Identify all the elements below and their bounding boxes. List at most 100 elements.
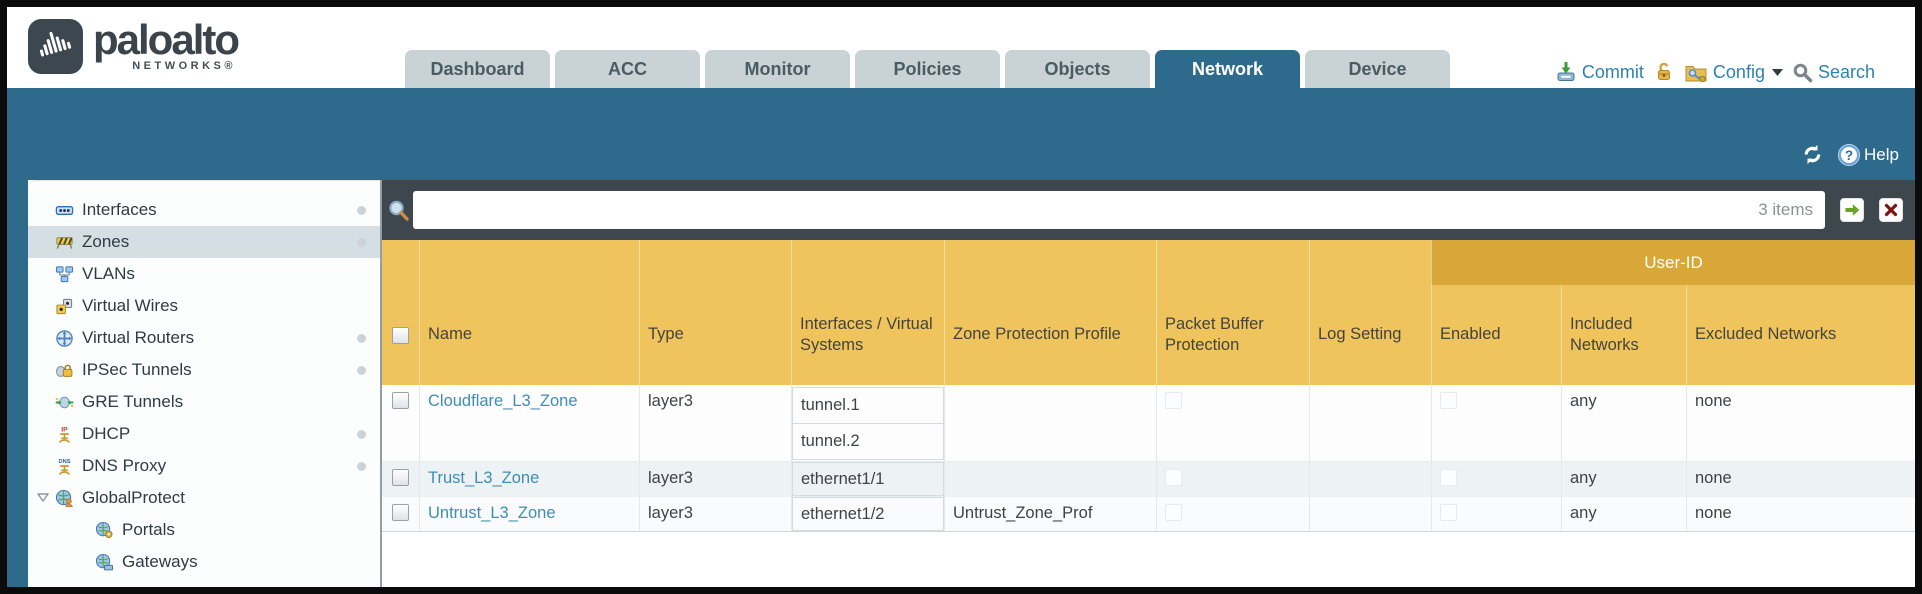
row-checkbox[interactable] [392, 504, 409, 521]
tab-acc[interactable]: ACC [555, 50, 700, 88]
tab-dashboard[interactable]: Dashboard [405, 50, 550, 88]
main-area: Interfaces Zones VLANs [7, 180, 1915, 587]
portals-icon [95, 521, 113, 538]
packet-buffer-protection [1156, 497, 1309, 531]
commit-icon [1557, 62, 1575, 81]
column-header-zone-protection-profile[interactable]: Zone Protection Profile [944, 240, 1156, 385]
column-header-included-networks[interactable]: Included Networks [1561, 240, 1686, 385]
table-row[interactable]: Trust_L3_Zone layer3 ethernet1/1 any non… [382, 461, 1915, 496]
sidebar-item-interfaces[interactable]: Interfaces [28, 194, 380, 226]
sidebar-item-vlans[interactable]: VLANs [28, 258, 380, 290]
sidebar-item-portals[interactable]: Portals [28, 514, 380, 546]
help-button[interactable]: ? Help [1837, 143, 1899, 167]
sidebar-item-gateways[interactable]: Gateways [28, 546, 380, 578]
status-dot [357, 366, 366, 375]
column-header-enabled[interactable]: Enabled [1431, 240, 1561, 385]
log-setting [1309, 385, 1431, 461]
green-arrow-icon [1845, 204, 1860, 216]
log-setting [1309, 497, 1431, 531]
enabled-checkbox[interactable] [1440, 504, 1457, 521]
config-icon [1685, 66, 1707, 83]
config-menu[interactable]: Config [1684, 61, 1783, 83]
sidebar-item-zones[interactable]: Zones [28, 226, 380, 258]
select-all-cell [382, 240, 419, 385]
zone-type: layer3 [639, 462, 791, 496]
sidebar-label: Virtual Routers [82, 328, 195, 347]
sidebar-item-virtual-routers[interactable]: Virtual Routers [28, 322, 380, 354]
sidebar-label: IPSec Tunnels [82, 360, 192, 379]
main-nav-tabs: Dashboard ACC Monitor Policies Objects N… [405, 50, 1450, 88]
svg-text:IP: IP [61, 426, 68, 433]
packet-buffer-checkbox[interactable] [1165, 469, 1182, 486]
enabled-checkbox[interactable] [1440, 469, 1457, 486]
row-checkbox[interactable] [392, 469, 409, 486]
table-row[interactable]: Cloudflare_L3_Zone layer3 tunnel.1 tunne… [382, 385, 1915, 461]
column-header-excluded-networks[interactable]: Excluded Networks [1686, 240, 1915, 385]
logo-text: paloalto NETWORKS® [93, 16, 240, 73]
apply-filter-button[interactable] [1840, 198, 1864, 222]
virtual-routers-icon [56, 329, 73, 347]
panos-web-ui: paloalto NETWORKS® Dashboard ACC Monitor… [7, 7, 1915, 587]
zone-interfaces: tunnel.1 tunnel.2 [791, 385, 944, 461]
search-menu[interactable]: Search [1792, 62, 1875, 83]
included-networks: any [1561, 385, 1686, 461]
column-header-log-setting[interactable]: Log Setting [1309, 240, 1431, 385]
zone-type: layer3 [639, 497, 791, 531]
search-label: Search [1817, 61, 1875, 82]
sidebar-label: DHCP [82, 424, 131, 443]
tab-policies[interactable]: Policies [855, 50, 1000, 88]
column-header-interfaces[interactable]: Interfaces / Virtual Systems [791, 240, 944, 385]
filter-input[interactable] [413, 191, 1825, 229]
included-networks: any [1561, 462, 1686, 496]
enabled-checkbox[interactable] [1440, 392, 1457, 409]
commit-button[interactable]: Commit [1555, 61, 1644, 83]
sidebar-item-globalprotect[interactable]: GlobalProtect [28, 482, 380, 514]
tab-network[interactable]: Network [1155, 50, 1300, 88]
collapse-triangle-icon[interactable] [37, 493, 49, 502]
vlans-icon [55, 265, 74, 282]
sidebar-item-virtual-wires[interactable]: Virtual Wires [28, 290, 380, 322]
globalprotect-icon [55, 489, 73, 507]
tab-device[interactable]: Device [1305, 50, 1450, 88]
column-header-type[interactable]: Type [639, 240, 791, 385]
sidebar-item-dhcp[interactable]: IP DHCP [28, 418, 380, 450]
select-all-checkbox[interactable] [392, 326, 409, 344]
table-row[interactable]: Untrust_L3_Zone layer3 ethernet1/2 Untru… [382, 496, 1915, 531]
refresh-icon[interactable] [1800, 142, 1825, 167]
user-id-enabled [1431, 497, 1561, 531]
user-id-enabled [1431, 462, 1561, 496]
clear-filter-button[interactable] [1879, 198, 1903, 222]
zone-protection-profile: Untrust_Zone_Prof [944, 497, 1156, 531]
search-icon [1793, 63, 1813, 82]
status-dot [357, 238, 366, 247]
interface-item: tunnel.2 [792, 423, 944, 460]
packet-buffer-protection [1156, 462, 1309, 496]
user-id-group-header: User-ID [1431, 240, 1915, 285]
column-header-packet-buffer-protection[interactable]: Packet Buffer Protection [1156, 240, 1309, 385]
logo-networks-text: NETWORKS® [132, 60, 237, 73]
ipsec-tunnels-icon [55, 364, 73, 377]
sidebar-label: GRE Tunnels [82, 392, 184, 411]
commit-label: Commit [1581, 61, 1644, 82]
packet-buffer-checkbox[interactable] [1165, 392, 1182, 409]
row-checkbox[interactable] [392, 392, 409, 409]
zone-name-link[interactable]: Trust_L3_Zone [428, 469, 540, 487]
tab-objects[interactable]: Objects [1005, 50, 1150, 88]
zone-name-link[interactable]: Cloudflare_L3_Zone [428, 392, 578, 410]
items-count: 3 items [1758, 200, 1813, 219]
config-label: Config [1712, 61, 1765, 82]
packet-buffer-checkbox[interactable] [1165, 504, 1182, 521]
zone-name-link[interactable]: Untrust_L3_Zone [428, 504, 556, 522]
sidebar-item-ipsec-tunnels[interactable]: IPSec Tunnels [28, 354, 380, 386]
zones-icon [56, 236, 73, 249]
gre-tunnels-icon [55, 396, 74, 408]
status-dot [357, 206, 366, 215]
logo-wordmark: paloalto [93, 16, 240, 63]
filter-magnifier-icon [389, 200, 409, 221]
lock-icon[interactable] [1653, 61, 1675, 83]
sidebar-item-gre-tunnels[interactable]: GRE Tunnels [28, 386, 380, 418]
sidebar-label: Interfaces [82, 200, 157, 219]
tab-monitor[interactable]: Monitor [705, 50, 850, 88]
column-header-name[interactable]: Name [419, 240, 639, 385]
sidebar-item-dns-proxy[interactable]: DNS DNS Proxy [28, 450, 380, 482]
